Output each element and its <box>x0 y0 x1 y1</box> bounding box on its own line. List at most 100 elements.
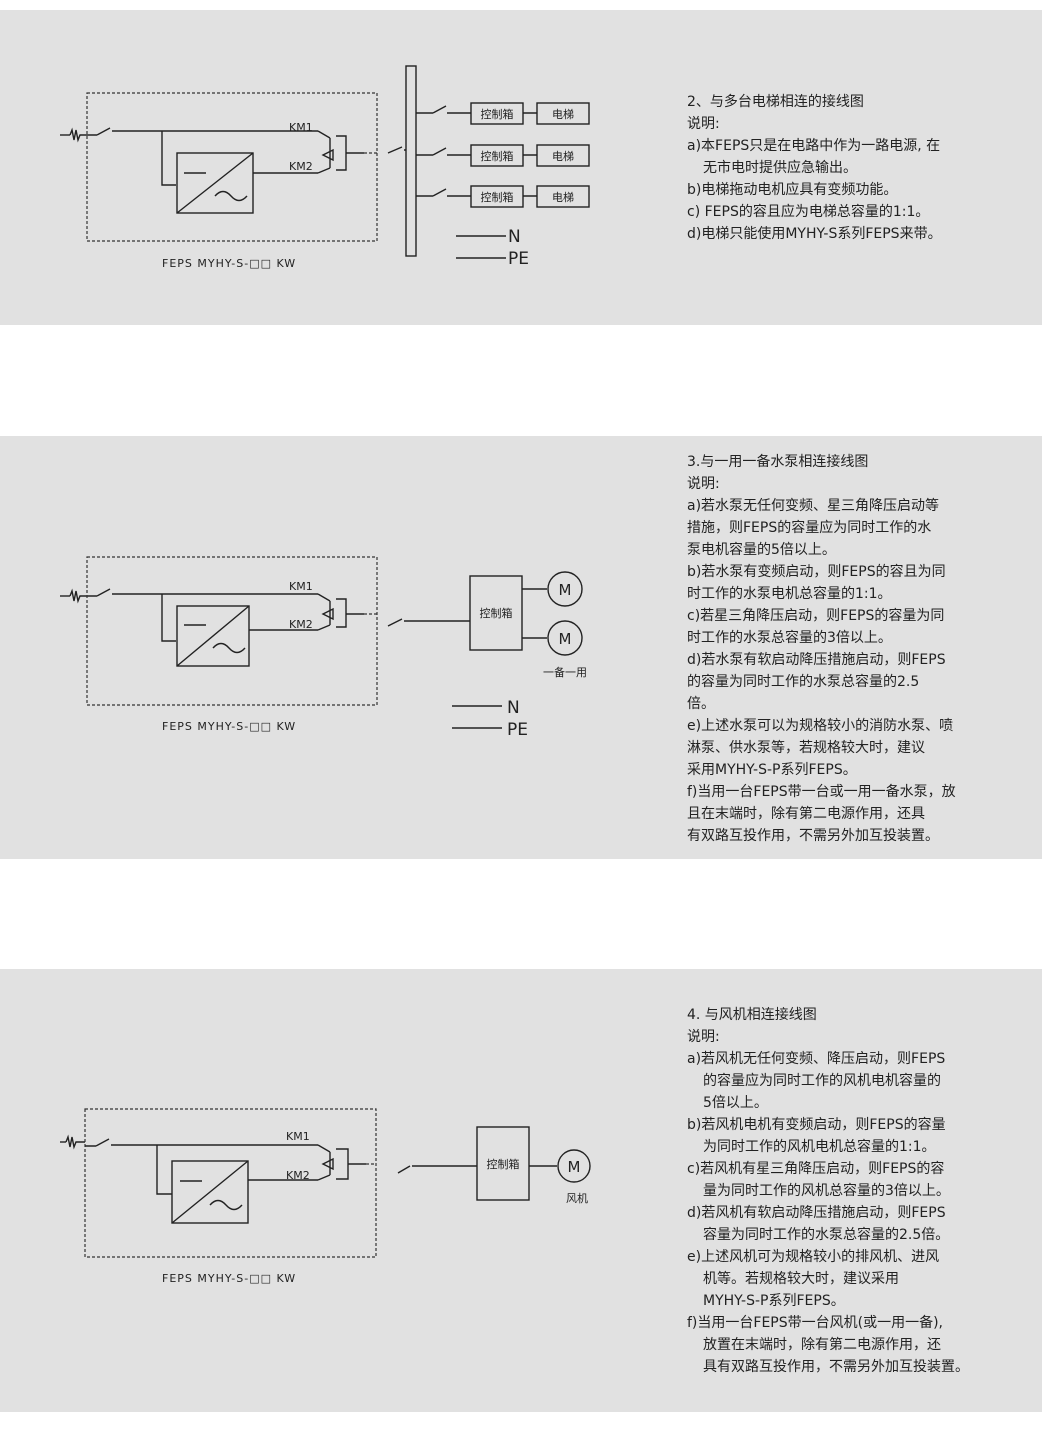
description-line: d)若风机有软启动降压措施启动，则FEPS <box>687 1205 946 1221</box>
breaker-symbol <box>69 127 88 143</box>
control-box <box>469 575 523 651</box>
elevator-2 <box>536 144 590 167</box>
n-label: N <box>507 698 520 718</box>
fan-wiring-panel: KM1 KM2 FEPS MYHY-S-□□ KW 控制箱 M 风机 4. 与风… <box>0 969 1042 1412</box>
section-title: 2、与多台电梯相连的接线图 <box>687 94 864 110</box>
description-line: c) FEPS的容且应为电梯总容量的1:1。 <box>687 204 930 220</box>
description-line: 倍。 <box>687 696 715 712</box>
breaker-symbol <box>65 1134 85 1150</box>
inverter-block <box>176 605 250 667</box>
description-line: 的容量应为同时工作的风机电机容量的 <box>703 1073 941 1089</box>
control-box-3-label: 控制箱 <box>481 190 514 204</box>
km1-label: KM1 <box>289 121 313 134</box>
model-label: FEPS MYHY-S-□□ KW <box>162 257 296 270</box>
control-box <box>476 1126 530 1201</box>
model-label: FEPS MYHY-S-□□ KW <box>162 1272 296 1285</box>
description-line: 且在末端时，除有第二电源作用，还具 <box>687 806 925 822</box>
description-line: f)当用一台FEPS带一台或一用一备水泵，放 <box>687 784 956 800</box>
elevator-2-label: 电梯 <box>552 150 574 163</box>
elevator-description: 2、与多台电梯相连的接线图 说明: a)本FEPS只是在电路中作为一路电源, 在无… <box>687 91 942 245</box>
motor-1 <box>547 571 583 607</box>
feps-enclosure <box>86 556 378 706</box>
output-wire <box>397 1165 477 1174</box>
elevator-wiring-diagram: KM1 KM2 FEPS MYHY-S-□□ KW 控制箱 电梯 控制箱 电梯 … <box>60 65 590 270</box>
description-lines: 说明: a)本FEPS只是在电路中作为一路电源, 在无市电时提供应急输出。 b)电梯… <box>687 113 942 245</box>
control-box-1 <box>470 102 524 125</box>
model-label: FEPS MYHY-S-□□ KW <box>162 720 296 733</box>
description-line: 无市电时提供应急输出。 <box>703 160 857 176</box>
km2-label: KM2 <box>286 1169 310 1182</box>
fan-wiring-diagram: KM1 KM2 FEPS MYHY-S-□□ KW 控制箱 M 风机 <box>60 1108 591 1285</box>
km2-label: KM2 <box>289 160 313 173</box>
inverter-feed <box>161 594 176 642</box>
description-line: 容量为同时工作的水泵总容量的2.5倍。 <box>703 1227 950 1243</box>
fan-motor <box>557 1149 591 1183</box>
description-line: 泵电机容量的5倍以上。 <box>687 542 836 558</box>
backup-label: 一备一用 <box>543 665 587 679</box>
control-box-label: 控制箱 <box>480 606 513 620</box>
km1-label: KM1 <box>286 1130 310 1143</box>
mains-wire <box>88 127 318 136</box>
control-box-2 <box>470 144 524 167</box>
description-line: c)若风机有星三角降压启动，则FEPS的容 <box>687 1161 945 1177</box>
breaker-symbol <box>69 588 88 604</box>
motor-2 <box>547 620 583 656</box>
pump-wiring-panel: KM1 KM2 FEPS MYHY-S-□□ KW 控制箱 M M 一备一用 N… <box>0 436 1042 859</box>
fan-motor-label: M <box>568 1158 581 1176</box>
motor-1-label: M <box>559 581 572 599</box>
km1-label: KM1 <box>289 580 313 593</box>
pe-label: PE <box>508 249 529 269</box>
description-line: 措施，则FEPS的容量应为同时工作的水 <box>687 520 932 536</box>
description-line: 的容量为同时工作的水泵总容量的2.5 <box>687 674 920 690</box>
description-line: d)电梯只能使用MYHY-S系列FEPS来带。 <box>687 226 942 242</box>
description-line: 机等。若规格较大时，建议采用 <box>703 1271 899 1287</box>
km2-label: KM2 <box>289 618 313 631</box>
description-line: d)若水泵有软启动降压措施启动，则FEPS <box>687 652 946 668</box>
fan-label: 风机 <box>566 1191 588 1205</box>
description-line: a)若水泵无任何变频、星三角降压启动等 <box>687 498 940 514</box>
description-line: 时工作的水泵总容量的3倍以上。 <box>687 630 892 646</box>
transfer-switch <box>317 1144 366 1181</box>
output-switch <box>387 146 406 154</box>
description-line: 5倍以上。 <box>703 1095 768 1111</box>
description-line: c)若星三角降压启动，则FEPS的容量为同 <box>687 608 945 624</box>
n-label: N <box>508 227 521 247</box>
motor-2-label: M <box>559 630 572 648</box>
description-line: a)若风机无任何变频、降压启动，则FEPS <box>687 1051 946 1067</box>
inverter-diagonal <box>171 1160 249 1224</box>
fan-description: 4. 与风机相连接线图 说明: a)若风机无任何变频、降压启动，则FEPS 的容量应… <box>687 1004 969 1378</box>
section-title: 4. 与风机相连接线图 <box>687 1007 817 1023</box>
description-lines: 说明: a)若风机无任何变频、降压启动，则FEPS 的容量应为同时工作的风机电机容量… <box>687 1026 969 1378</box>
description-line: 说明: <box>687 1029 720 1045</box>
control-box-label: 控制箱 <box>487 1157 520 1171</box>
inverter-feed <box>156 1145 172 1195</box>
elevator-1-label: 电梯 <box>552 108 574 121</box>
busbar <box>405 65 417 257</box>
mains-wire <box>85 1138 318 1147</box>
description-lines: 说明: a)若水泵无任何变频、星三角降压启动等措施，则FEPS的容量应为同时工作的… <box>687 473 956 847</box>
inverter-diagonal <box>176 605 250 667</box>
description-line: e)上述水泵可以为规格较小的消防水泵、喷 <box>687 718 954 734</box>
transfer-switch <box>317 130 364 174</box>
inverter-diagonal <box>176 152 254 214</box>
elevator-3 <box>536 185 590 208</box>
pe-label: PE <box>507 720 528 740</box>
description-line: 时工作的水泵电机总容量的1:1。 <box>687 586 892 602</box>
description-line: b)电梯拖动电机应具有变频功能。 <box>687 182 898 198</box>
feps-enclosure <box>84 1108 377 1258</box>
description-line: 说明: <box>687 116 720 132</box>
description-line: 淋泵、供水泵等，若规格较大时，建议 <box>687 740 925 756</box>
description-line: 放置在末端时，除有第二电源作用，还 <box>703 1337 941 1353</box>
description-line: MYHY-S-P系列FEPS。 <box>703 1293 845 1309</box>
description-line: e)上述风机可为规格较小的排风机、进风 <box>687 1249 940 1265</box>
ac-symbol <box>214 190 248 202</box>
description-line: 为同时工作的风机电机总容量的1:1。 <box>703 1139 936 1155</box>
description-line: 有双路互投作用，不需另外加互投装置。 <box>687 828 939 844</box>
description-line: 采用MYHY-S-P系列FEPS。 <box>687 762 857 778</box>
branch-1-wire <box>416 105 537 114</box>
pump-wiring-diagram: KM1 KM2 FEPS MYHY-S-□□ KW 控制箱 M M 一备一用 N… <box>60 556 587 740</box>
description-line: a)本FEPS只是在电路中作为一路电源, 在 <box>687 138 941 154</box>
description-line: 说明: <box>687 476 720 492</box>
description-line: 量为同时工作的风机总容量的3倍以上。 <box>703 1183 950 1199</box>
output-wire <box>387 618 470 627</box>
